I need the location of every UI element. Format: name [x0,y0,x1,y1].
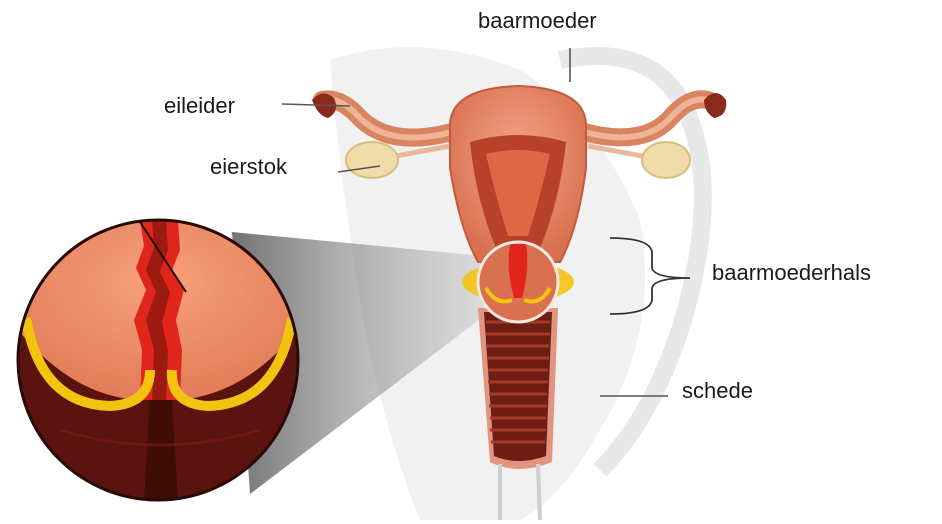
cervix-zoom-circle [18,220,298,500]
label-vagina: schede [682,380,753,402]
label-ovary: eierstok [210,156,287,178]
uterus-body [450,86,586,262]
label-cervix: baarmoederhals [712,262,871,284]
label-uterus: baarmoeder [478,10,597,32]
label-fallopian-tube: eileider [164,95,235,117]
ovary-left [346,142,398,178]
ovary-right [642,142,690,178]
